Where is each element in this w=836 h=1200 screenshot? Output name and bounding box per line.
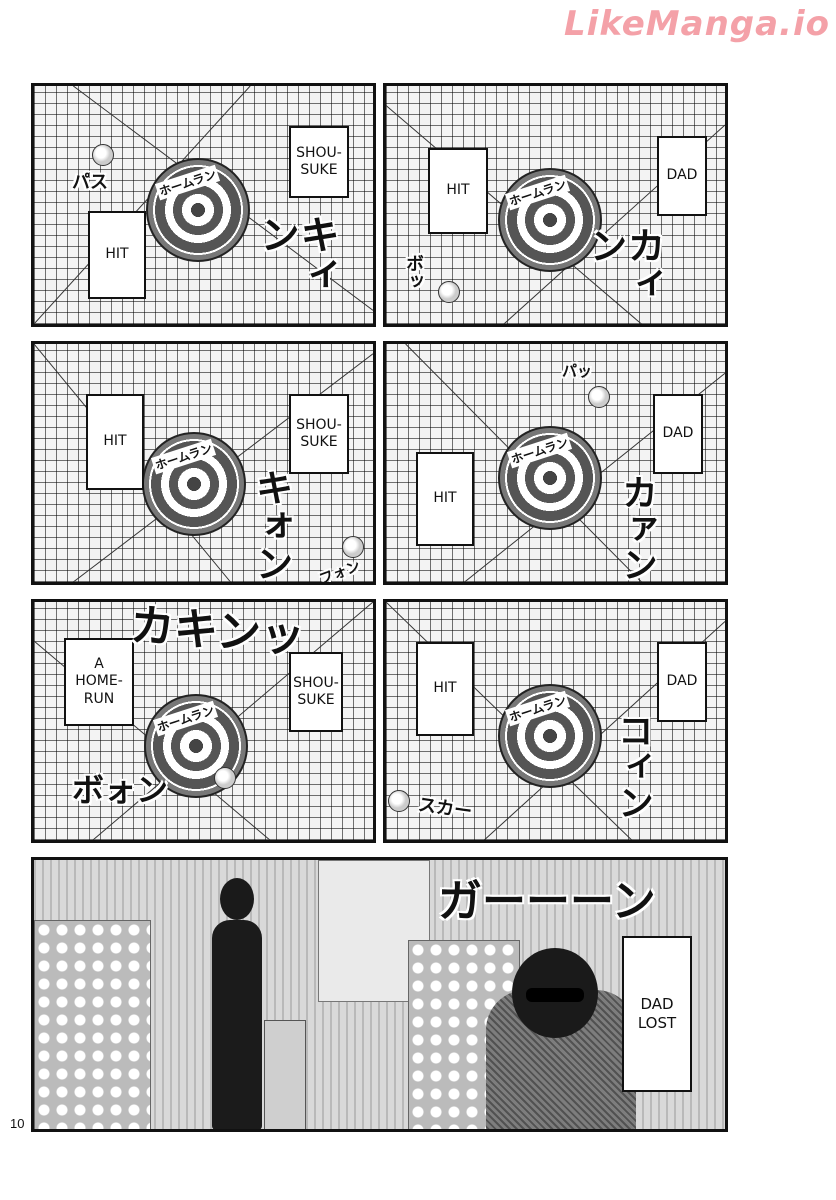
left-card: HIT — [416, 642, 474, 736]
sfx-big: カキンッ — [128, 599, 307, 664]
right-card: SHOU- SUKE — [289, 652, 343, 732]
bat-rack — [264, 1020, 306, 1129]
right-card: DAD — [657, 642, 707, 722]
baseball — [92, 144, 114, 166]
panel-5: ホームラン A HOME- RUN SHOU- SUKE ボォン カキンッ — [31, 599, 376, 843]
sfx-big: キォン — [249, 468, 293, 582]
panel-6: ホームラン HIT DAD スカー コィン — [383, 599, 728, 843]
baseball — [214, 767, 236, 789]
sfx-small: ボッ — [403, 254, 424, 290]
right-card: DAD — [657, 136, 707, 216]
target — [498, 426, 602, 530]
right-card: SHOU- SUKE — [289, 126, 349, 198]
left-card: A HOME- RUN — [64, 638, 134, 726]
baseball — [438, 281, 460, 303]
right-card: SHOU- SUKE — [289, 394, 349, 474]
panel-4: ホームラン HIT DAD パッ カァン — [383, 341, 728, 585]
sfx-big: キィン — [253, 214, 339, 294]
baseball — [588, 386, 610, 408]
dad-lost-card: DAD LOST — [622, 936, 692, 1092]
sfx-big: コィン — [612, 712, 653, 820]
panel-1: ホームラン HIT SHOU- SUKE パス キィン — [31, 83, 376, 327]
sunglasses — [526, 988, 584, 1002]
page-number: 10 — [10, 1116, 25, 1131]
sfx-gaan: ガーーーン — [438, 876, 656, 927]
baseball — [342, 536, 364, 558]
sfx-small: パス — [72, 172, 108, 193]
left-card: HIT — [428, 148, 488, 234]
boy-head — [220, 878, 254, 920]
panel-2: ホームラン HIT DAD ボッ カィン — [383, 83, 728, 327]
watermark: LikeManga.io — [564, 4, 830, 44]
sfx-big: カァン — [616, 474, 657, 582]
left-card: HIT — [88, 211, 146, 299]
baseball — [388, 790, 410, 812]
vent-wall-left — [34, 920, 151, 1129]
sfx-small: ボォン — [72, 771, 169, 809]
panel-7: ガーーーン DAD LOST — [31, 857, 728, 1132]
boy-figure — [212, 920, 262, 1129]
panel-3: ホームラン HIT SHOU- SUKE フォン キォン — [31, 341, 376, 585]
sfx-big: カィン — [583, 226, 665, 302]
left-card: HIT — [86, 394, 144, 490]
sfx-small: パッ — [562, 362, 593, 380]
right-card: DAD — [653, 394, 703, 474]
left-card: HIT — [416, 452, 474, 546]
